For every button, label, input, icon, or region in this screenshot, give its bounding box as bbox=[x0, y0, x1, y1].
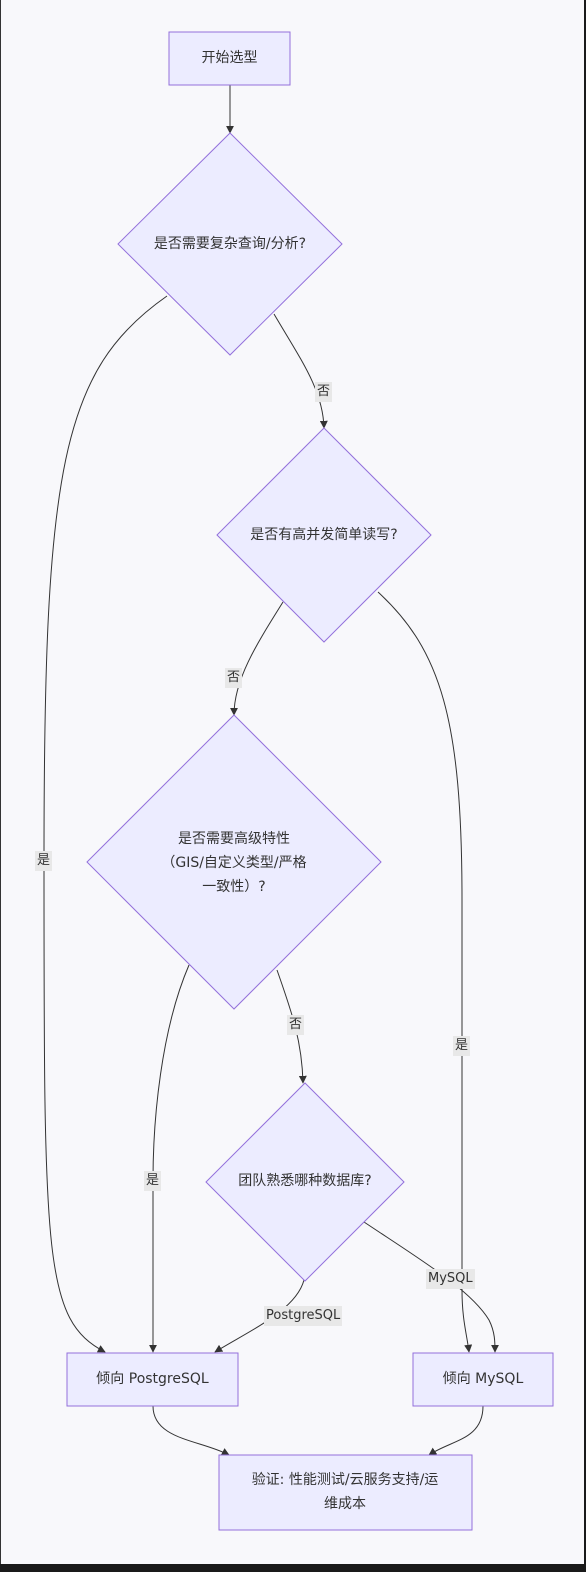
complex-query-decision-box bbox=[117, 132, 343, 356]
edge-complex-no-to-concurrency bbox=[273, 313, 328, 429]
high-concurrency-decision-label: 是否有高并发简单读写? bbox=[250, 527, 398, 543]
team-familiarity-decision-box bbox=[205, 1082, 405, 1282]
edge-label-team-postgresql: PostgreSQL bbox=[264, 1306, 343, 1326]
advanced-features-decision-box bbox=[86, 714, 382, 1010]
team-familiarity-decision-label: 团队熟悉哪种数据库? bbox=[238, 1173, 372, 1189]
edge-label-team-mysql: MySQL bbox=[426, 1269, 475, 1289]
lean-postgresql-label: 倾向 PostgreSQL bbox=[96, 1371, 209, 1387]
edge-label-concurrency-no: 否 bbox=[225, 668, 243, 688]
edge-mysql-to-validate bbox=[428, 1405, 484, 1456]
edge-advanced-yes-to-pg bbox=[149, 964, 190, 1353]
advanced-features-decision-label: 是否需要高级特性（GIS/自定义类型/严格一致性）? bbox=[161, 831, 307, 895]
edge-concurrency-yes-to-mysql bbox=[377, 591, 473, 1353]
lean-mysql-node-box bbox=[412, 1352, 554, 1407]
start-node-label: 开始选型 bbox=[201, 50, 258, 66]
edge-team-mysql-to-mysql bbox=[363, 1221, 499, 1353]
lean-postgresql-node-box bbox=[66, 1352, 239, 1407]
validate-label: 验证: 性能测试/云服务支持/运维成本 bbox=[251, 1472, 439, 1512]
lean-mysql-label: 倾向 MySQL bbox=[442, 1371, 524, 1387]
high-concurrency-decision-box bbox=[216, 427, 432, 643]
edge-label-advanced-yes: 是 bbox=[144, 1171, 162, 1191]
complex-query-decision-label: 是否需要复杂查询/分析? bbox=[153, 236, 307, 252]
edge-label-advanced-no: 否 bbox=[287, 1015, 305, 1035]
edge-pg-to-validate bbox=[152, 1405, 230, 1456]
edge-label-complex-yes: 是 bbox=[35, 851, 53, 871]
start-node-box bbox=[168, 31, 291, 86]
edge-label-concurrency-yes: 是 bbox=[453, 1036, 471, 1056]
edge-concurrency-no-to-advanced bbox=[230, 601, 284, 716]
validate-node-box bbox=[218, 1454, 473, 1531]
edge-label-complex-no: 否 bbox=[315, 382, 333, 402]
